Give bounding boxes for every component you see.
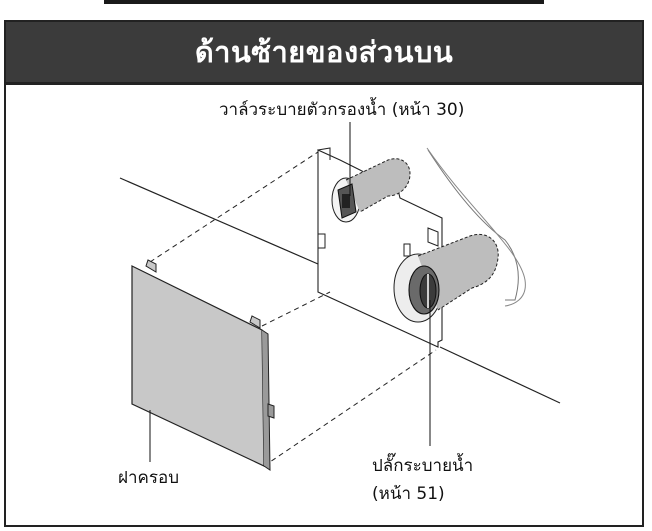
panel-slot-2 [403,243,411,257]
body-top-edge [119,177,319,265]
drum-arc-outer [426,147,526,307]
plug-page-label: (หน้า 51) [372,484,445,504]
cover-label: ฝาครอบ [118,468,180,488]
section-header: ด้านซ้ายของส่วนบน [6,22,642,82]
valve-label: วาล์วระบายตัวกรองน้ำ (หน้า 30) [219,100,465,120]
valve-hose [345,158,411,213]
body-bottom-edge [439,346,561,404]
cover-tab-side [267,403,275,419]
panel-slot-1 [317,233,326,249]
projection-top [149,151,319,263]
drum-arc [427,149,519,301]
plug-label: ปลั๊กระบายน้ำ [372,456,474,476]
projection-top-right [261,291,331,327]
projection-bottom [263,349,437,467]
panel-slot-3 [427,227,439,247]
cover-tab-top [145,259,157,273]
section-title: ด้านซ้ายของส่วนบน [194,35,454,69]
diagram-area [6,82,642,525]
cover-panel [131,265,265,467]
valve-knob-slot [342,194,350,208]
cover-tab-right [249,315,261,329]
top-strip [0,0,652,10]
cover-panel-edge [261,329,271,471]
side-panel-lip [317,147,331,160]
top-cut-bar [104,0,544,4]
